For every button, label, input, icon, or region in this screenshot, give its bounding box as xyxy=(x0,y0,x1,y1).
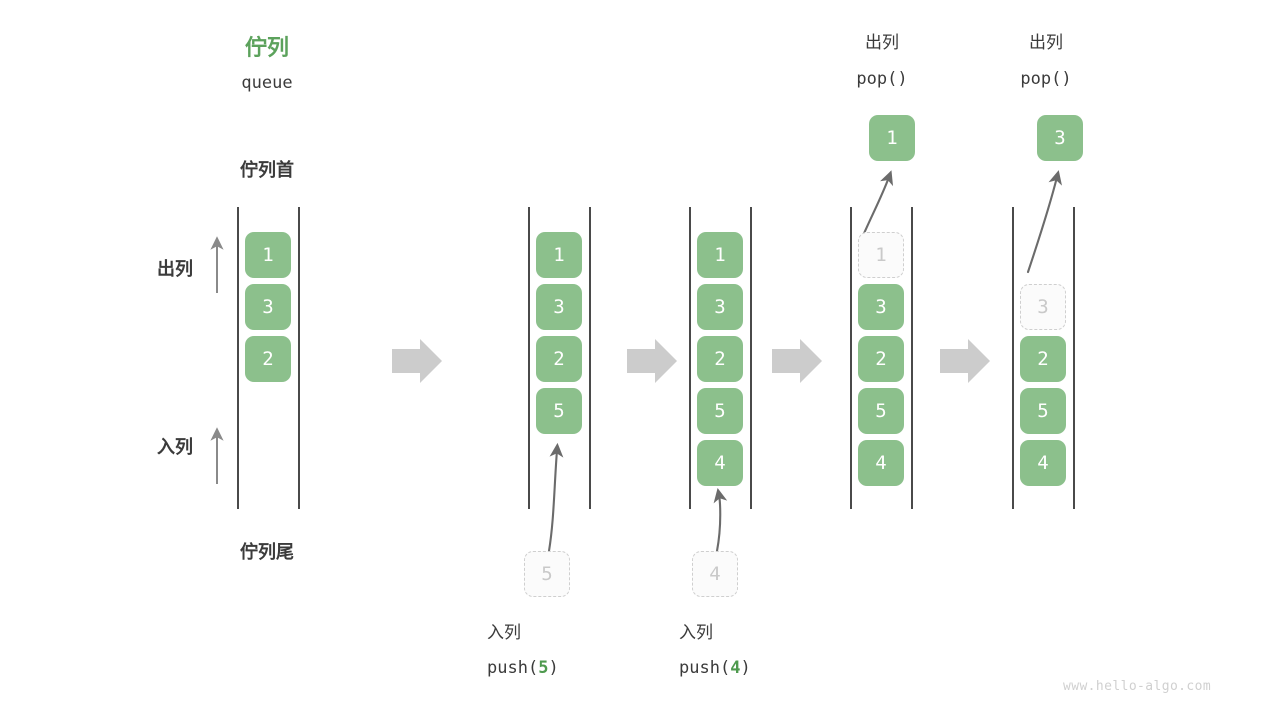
step-arrow-1 xyxy=(392,339,442,383)
push-4-code-num: 4 xyxy=(730,658,741,678)
queue-cell: 4 xyxy=(1020,440,1066,486)
queue-rails xyxy=(237,207,1075,509)
queue-cell: 5 xyxy=(858,388,904,434)
push-4-op-code: push(4) xyxy=(679,657,859,679)
queue-cell: 2 xyxy=(536,336,582,382)
push-arrows xyxy=(547,442,728,553)
push-5-op-code: push(5) xyxy=(487,657,667,679)
queue-cell: 3 xyxy=(858,284,904,330)
queue-cell: 4 xyxy=(697,440,743,486)
push-5-code-suffix: ) xyxy=(548,658,559,678)
queue-tail-label: 佇列尾 xyxy=(240,542,294,562)
push-4-op-label: 入列 xyxy=(679,623,713,642)
queue-cell: 1 xyxy=(245,232,291,278)
queue-cell: 1 xyxy=(536,232,582,278)
queue-cell: 5 xyxy=(536,388,582,434)
popped-cell: 3 xyxy=(1037,115,1083,161)
queue-cell: 2 xyxy=(245,336,291,382)
queue-cell: 5 xyxy=(697,388,743,434)
diagram-title-en: queue xyxy=(241,73,293,93)
push-5-code-num: 5 xyxy=(538,658,549,678)
queue-cell: 3 xyxy=(536,284,582,330)
pop-3-arrow xyxy=(1026,170,1062,274)
queue-cell: 2 xyxy=(697,336,743,382)
step-arrow-3 xyxy=(772,339,822,383)
queue-cell: 3 xyxy=(697,284,743,330)
push-5-op-label: 入列 xyxy=(487,623,521,642)
queue-cell: 4 xyxy=(858,440,904,486)
site-watermark: www.hello-algo.com xyxy=(1063,679,1212,694)
popped-cell: 1 xyxy=(869,115,915,161)
queue-cell: 1 xyxy=(697,232,743,278)
push-5-code-prefix: push( xyxy=(487,658,539,678)
queue-cell: 2 xyxy=(1020,336,1066,382)
pop-1-op-label: 出列 xyxy=(865,33,899,52)
queue-cell: 5 xyxy=(1020,388,1066,434)
incoming-ghost-cell: 5 xyxy=(524,551,570,597)
incoming-ghost-cell: 4 xyxy=(692,551,738,597)
diagram-title-cn: 佇列 xyxy=(244,35,289,60)
step-arrow-4 xyxy=(940,339,990,383)
pop-3-op-label: 出列 xyxy=(1029,33,1063,52)
enqueue-side-label: 入列 xyxy=(157,437,193,457)
push-4-arrow xyxy=(713,487,728,553)
queue-cell-ghost: 1 xyxy=(858,232,904,278)
push-4-code-prefix: push( xyxy=(679,658,731,678)
step-arrow-2 xyxy=(627,339,677,383)
queue-cell: 3 xyxy=(245,284,291,330)
queue-cell: 2 xyxy=(858,336,904,382)
push-4-code-suffix: ) xyxy=(740,658,751,678)
push-5-arrow xyxy=(547,442,564,553)
queue-head-label: 佇列首 xyxy=(240,160,294,180)
dequeue-side-label: 出列 xyxy=(157,259,193,279)
pop-1-arrow xyxy=(860,170,894,240)
pop-1-op-code: pop() xyxy=(856,69,908,89)
pop-3-op-code: pop() xyxy=(1020,69,1072,89)
queue-cell-ghost: 3 xyxy=(1020,284,1066,330)
